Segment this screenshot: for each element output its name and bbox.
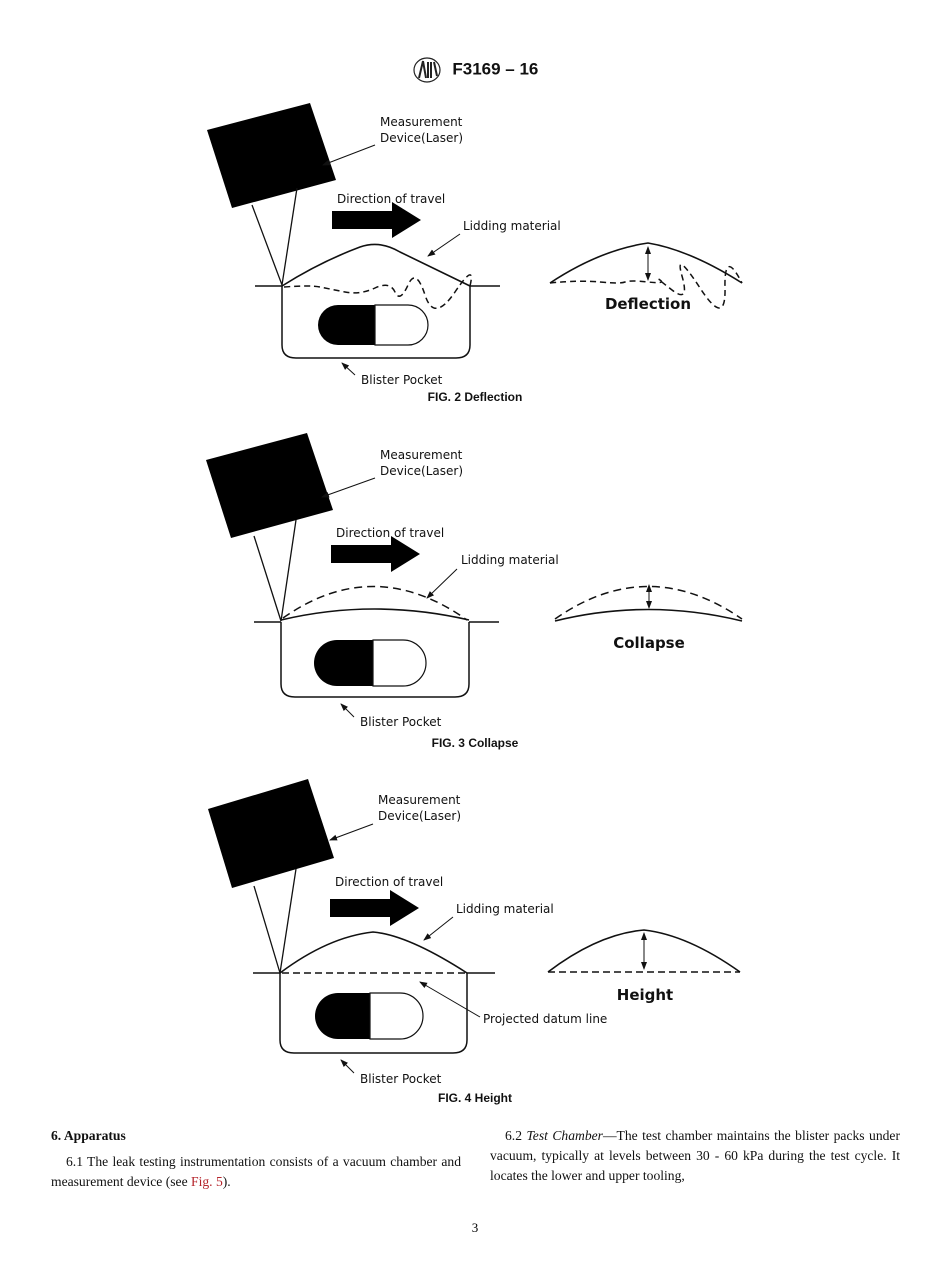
pocket-label: Blister Pocket — [361, 373, 443, 387]
capsule-icon — [315, 993, 370, 1039]
device-label: Measurement — [380, 448, 463, 462]
laser-beam — [251, 187, 298, 288]
pocket-label: Blister Pocket — [360, 1072, 442, 1086]
side-label: Collapse — [613, 634, 685, 652]
pointer-arrow — [322, 144, 376, 166]
laser-beam — [253, 519, 297, 622]
side-curve — [549, 242, 743, 284]
page-number: 3 — [471, 1220, 479, 1235]
pointer-arrow — [419, 981, 481, 1018]
direction-arrow-icon — [332, 202, 421, 238]
paragraph-6-1: 6.1 The leak testing instrumentation con… — [51, 1154, 461, 1189]
pointer-arrow — [423, 916, 454, 941]
right-column: 6.2 Test Chamber—The test chamber mainta… — [490, 1126, 900, 1186]
figure-caption: FIG. 4 Height — [438, 1091, 512, 1105]
laser-device-icon — [207, 103, 336, 208]
fig-5-link[interactable]: Fig. 5 — [191, 1174, 223, 1189]
direction-label: Direction of travel — [337, 192, 445, 206]
direction-arrow-icon — [331, 536, 420, 572]
device-label: Device(Laser) — [378, 809, 461, 823]
lidding-label: Lidding material — [456, 902, 554, 916]
laser-device-icon — [206, 433, 333, 538]
direction-label: Direction of travel — [336, 526, 444, 540]
device-label: Device(Laser) — [380, 464, 463, 478]
lidding-curve — [281, 243, 471, 287]
pointer-arrow — [341, 362, 356, 376]
device-label: Device(Laser) — [380, 131, 463, 145]
laser-device-icon — [208, 779, 334, 888]
standard-designation: F3169 – 16 — [452, 59, 539, 79]
section-heading: 6. Apparatus — [51, 1128, 126, 1143]
pointer-arrow — [427, 233, 461, 257]
direction-label: Direction of travel — [335, 875, 443, 889]
lidding-label: Lidding material — [461, 553, 559, 567]
pointer-arrow — [329, 823, 374, 841]
lidding-curve — [279, 931, 468, 974]
figure-4-height: Measurement Device(Laser) Direction of t… — [208, 779, 741, 1105]
figure-3-collapse: Measurement Device(Laser) Direction of t… — [206, 433, 743, 750]
capsule-icon — [318, 305, 375, 345]
datum-label: Projected datum line — [483, 1012, 607, 1026]
lidding-label: Lidding material — [463, 219, 561, 233]
pocket-label: Blister Pocket — [360, 715, 442, 729]
device-label: Measurement — [378, 793, 461, 807]
device-label: Measurement — [380, 115, 463, 129]
side-curve — [554, 608, 743, 622]
laser-beam — [253, 868, 297, 974]
pointer-arrow — [321, 477, 376, 498]
original-lidding — [282, 585, 468, 621]
figure-2-deflection: Measurement Device(Laser) Direction of t… — [207, 103, 743, 404]
direction-arrow-icon — [330, 890, 419, 926]
figures: Measurement Device(Laser) Direction of t… — [206, 103, 743, 1105]
left-column: 6. Apparatus 6.1 The leak testing instru… — [51, 1126, 461, 1192]
pointer-arrow — [340, 1059, 355, 1074]
figure-caption: FIG. 3 Collapse — [432, 736, 519, 750]
blister-pocket — [279, 973, 468, 1054]
side-dashed-curve — [549, 263, 743, 309]
side-label: Height — [617, 986, 673, 1004]
side-curve — [547, 929, 741, 973]
lidding-curve — [280, 608, 470, 621]
figure-caption: FIG. 2 Deflection — [428, 390, 523, 404]
paragraph-6-2: 6.2 Test Chamber—The test chamber mainta… — [490, 1128, 900, 1183]
capsule-icon — [314, 640, 373, 686]
blister-pocket — [281, 286, 471, 359]
blister-pocket — [280, 622, 470, 698]
side-label: Deflection — [605, 295, 691, 313]
page-header: F3169 – 16 — [0, 56, 950, 84]
pointer-arrow — [340, 703, 355, 718]
astm-logo-icon — [413, 57, 441, 83]
side-dashed-curve — [554, 585, 743, 620]
deflected-lidding — [283, 274, 473, 309]
pointer-arrow — [426, 568, 458, 599]
